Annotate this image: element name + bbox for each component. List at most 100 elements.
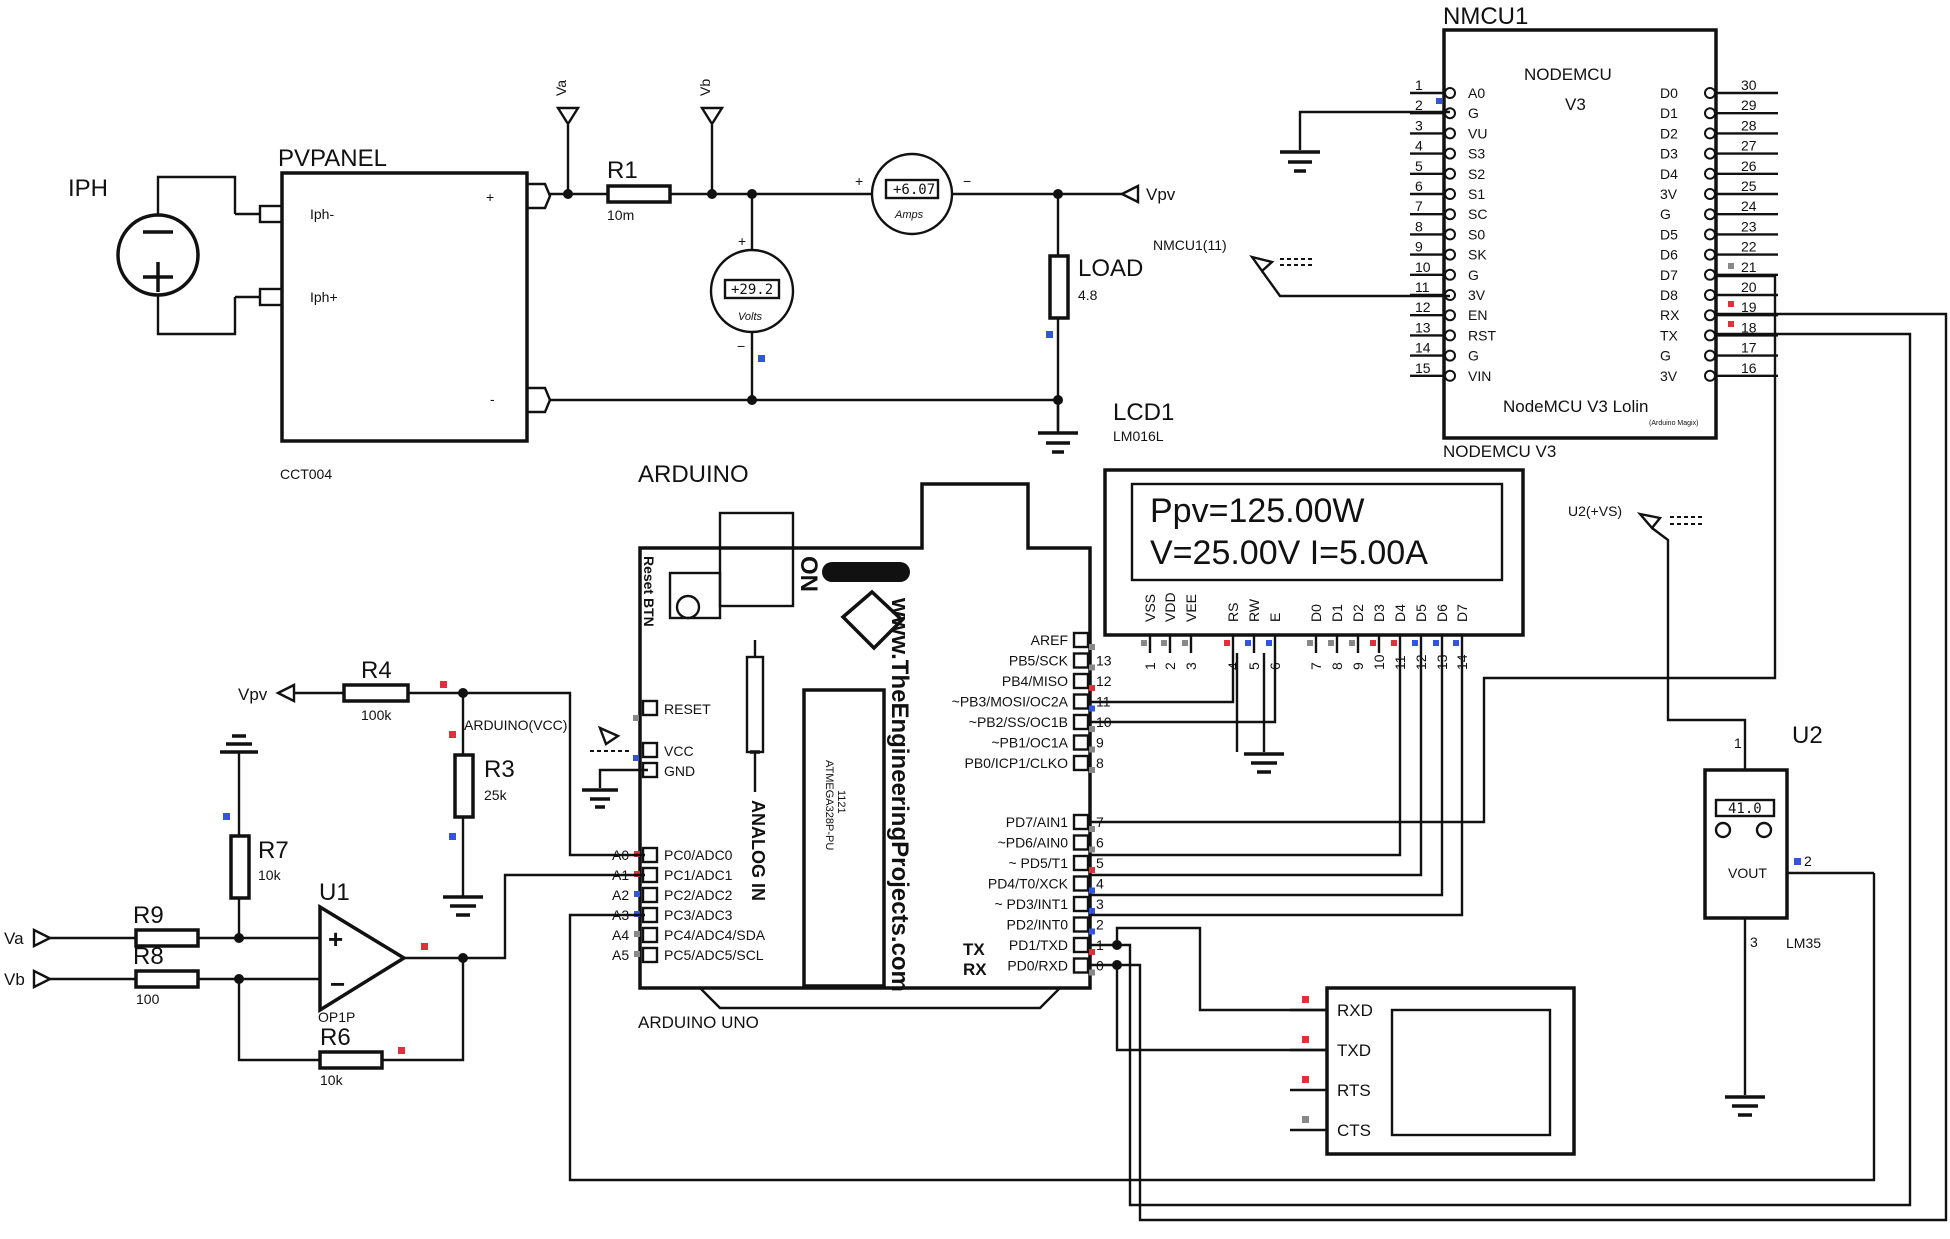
nodemcu-right-pin: D4 [1660,166,1678,182]
lcd-pin-label: VSS [1142,594,1158,622]
u2-ref: U2 [1792,722,1823,749]
lcd-pin-number: 9 [1350,662,1366,670]
pin-terminal [1704,87,1716,99]
r6-label: R6 [320,1024,351,1051]
u1-label: U1 [319,879,350,906]
lcd-pin-label: E [1267,613,1283,622]
nodemcu-subtitle: NodeMCU V3 Lolin [1503,397,1649,416]
r7-label: R7 [258,837,289,864]
marker [1302,996,1309,1003]
arduino-analog-side: A2 [612,887,629,903]
r4-resistor: Vpv R4 100k [238,657,645,857]
nodemcu-right-pin: D6 [1660,247,1678,263]
arduino-bottom-number: 4 [1096,876,1104,892]
nodemcu-right-pin: D8 [1660,287,1678,303]
pin-socket [641,866,659,884]
pin-terminal [1444,87,1456,99]
arduino-analog-pin: PC0/ADC0 [664,847,733,863]
nodemcu-left-number: 3 [1415,117,1423,133]
pin-terminal [1704,127,1716,140]
nodemcu-left-number: 14 [1415,340,1431,356]
nodemcu-left-number: 9 [1415,239,1423,255]
probe-vpv: Vpv [1146,185,1176,204]
arduino-ref: ARDUINO [638,461,749,488]
nodemcu-right-number: 25 [1741,178,1757,194]
lcd-pin-label: D3 [1371,604,1387,622]
pin-terminal [1444,309,1456,322]
nodemcu-left-pin: S2 [1468,166,1485,182]
marker [1182,640,1188,646]
nodemcu-part: NODEMCU V3 [1443,442,1556,461]
nodemcu-left-pin: EN [1468,307,1487,323]
nodemcu-right-pin: D5 [1660,226,1678,242]
marker [1046,331,1053,338]
pvpanel-pin-iph-minus: Iph- [310,206,334,222]
arduino-chip: ATMEGA328P-PU [823,760,835,850]
r9-label: R9 [133,902,164,929]
nodemcu-left-number: 10 [1415,259,1431,275]
arduino-top-number: 13 [1096,653,1112,669]
marker [1089,726,1095,732]
arduino-top-pin: ~PB3/MOSI/OC2A [952,694,1069,710]
pin-terminal [1704,248,1716,261]
marker [1794,858,1801,865]
marker [398,1047,405,1054]
marker [758,355,765,362]
r8-value: 100 [136,991,160,1007]
nodemcu-right-number: 18 [1741,319,1757,335]
pin-socket [1072,936,1090,954]
arduino-analog-pin: PC4/ADC4/SDA [664,927,766,943]
marker [1302,1076,1309,1083]
arduino-analog-side: A5 [612,947,629,963]
load-value: 4.8 [1078,287,1098,303]
lcd-pin-number: 8 [1329,662,1345,670]
voltmeter-plus: + [738,233,746,249]
marker [1728,301,1734,307]
nodemcu-right-number: 26 [1741,158,1757,174]
marker [1307,640,1313,646]
arduino-part: ARDUINO UNO [638,1013,759,1032]
nodemcu-title-1: NODEMCU [1524,65,1612,84]
terminal-pin: RXD [1337,1001,1373,1020]
nodemcu-right-pin: TX [1660,327,1679,343]
nodemcu-left-pin: 3V [1468,287,1486,303]
nodemcu-left-number: 11 [1415,279,1430,295]
probe-u2-vs: U2(+VS) [1568,503,1622,519]
marker [1089,908,1095,914]
marker [1161,640,1167,646]
nodemcu-left-pin: VIN [1468,368,1491,384]
marker [1089,644,1095,650]
lcd-pin-number: 1 [1142,662,1158,670]
marker [1266,640,1272,646]
lcd-pin-label: D0 [1308,604,1324,622]
nodemcu-left-number: 12 [1415,299,1431,315]
pvpanel-minus: - [490,391,495,407]
arduino-top-number: 9 [1096,735,1104,751]
marker [223,813,230,820]
nodemcu-right-pin: 3V [1660,368,1678,384]
marker [449,731,456,738]
nodemcu-left-pin: A0 [1468,85,1485,101]
nodemcu-right-pin: G [1660,348,1671,364]
pin-terminal [1704,107,1716,120]
nodemcu-right-number: 17 [1741,340,1757,356]
pin-terminal [1444,228,1456,241]
nodemcu-left-number: 13 [1415,319,1431,335]
nodemcu-right-pin: D3 [1660,146,1678,162]
nodemcu-right-pin: 3V [1660,186,1678,202]
nodemcu-left-pin: SK [1468,247,1487,263]
arduino-rx: RX [963,960,987,979]
u2-part: LM35 [1786,935,1821,951]
r3-resistor: R3 25k [443,693,515,917]
pin-terminal [1704,309,1716,322]
u2-pin2: 2 [1804,853,1812,869]
r1-label: R1 [607,157,638,184]
lcd-pin-label: D6 [1434,604,1450,622]
pin-socket [1072,957,1090,974]
marker [1089,887,1095,894]
lcd-line-1: Ppv=125.00W [1150,492,1365,530]
nodemcu-left-number: 6 [1415,178,1423,194]
